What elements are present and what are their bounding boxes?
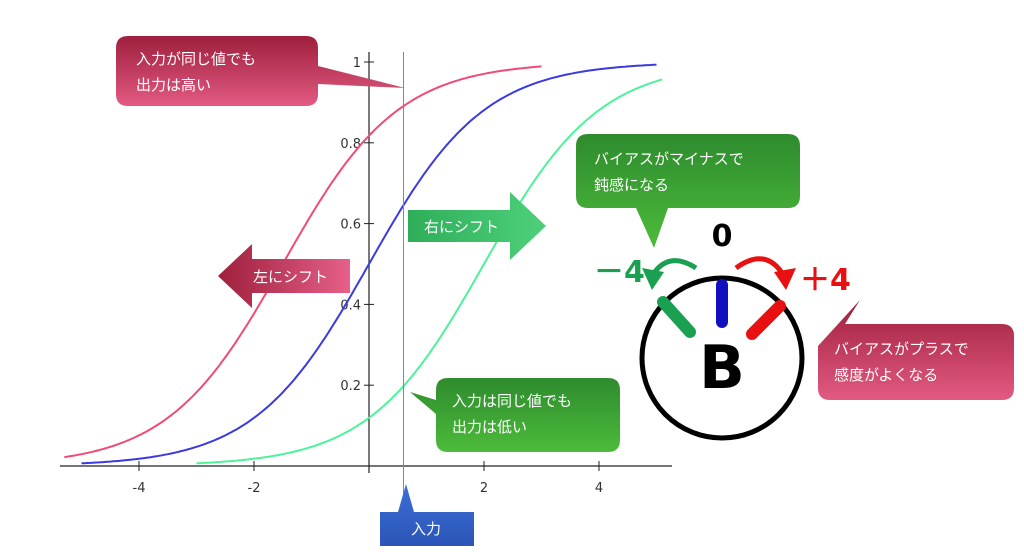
knob-letter: B bbox=[699, 333, 745, 403]
shift-right-label: 右にシフト bbox=[424, 218, 499, 236]
callout-high-output: 入力が同じ値でも 出力は高い bbox=[116, 36, 405, 106]
callout-low-output-line2: 出力は低い bbox=[452, 418, 527, 436]
callout-bias-minus-line2: 鈍感になる bbox=[594, 176, 669, 194]
knob-plus-label: ＋4 bbox=[800, 263, 851, 298]
y-tick-label: 0.6 bbox=[340, 218, 361, 233]
x-tick-label: -4 bbox=[133, 481, 146, 496]
y-tick-label: 0.8 bbox=[340, 137, 361, 152]
input-label-box: 入力 bbox=[380, 484, 474, 546]
callout-bias-minus-line1: バイアスがマイナスで bbox=[594, 150, 744, 168]
callout-high-output-line2: 出力は高い bbox=[136, 76, 211, 94]
callout-bias-plus: バイアスがプラスで 感度がよくなる bbox=[818, 300, 1014, 400]
bias-knob: B 0 －4 ＋4 bbox=[594, 219, 851, 441]
shift-left-arrow: 左にシフト bbox=[218, 244, 350, 308]
callout-bias-plus-line1: バイアスがプラスで bbox=[834, 340, 969, 358]
tick-group: -4 -2 2 4 0.2 0.4 0.6 0.8 1 bbox=[133, 56, 604, 496]
callout-bias-minus-text: バイアスがマイナスで 鈍感になる bbox=[594, 150, 748, 194]
callout-low-output-line1: 入力は同じ値でも bbox=[452, 392, 572, 410]
x-tick-label: -2 bbox=[248, 481, 261, 496]
callout-high-output-line1: 入力が同じ値でも bbox=[136, 50, 256, 68]
x-tick-label: 2 bbox=[480, 481, 488, 496]
sigmoid-curve-2 bbox=[196, 78, 663, 465]
rotate-left-arrowhead-icon bbox=[642, 268, 664, 290]
knob-minus-pointer bbox=[657, 296, 696, 338]
callout-low-output: 入力は同じ値でも 出力は低い bbox=[410, 378, 620, 452]
callout-bias-plus-text: バイアスがプラスで 感度がよくなる bbox=[834, 340, 973, 384]
y-tick-label: 1 bbox=[353, 56, 361, 71]
sigmoid-curve-1 bbox=[81, 63, 657, 465]
knob-zero-label: 0 bbox=[712, 219, 733, 254]
callout-high-output-text: 入力が同じ値でも 出力は高い bbox=[136, 50, 261, 94]
knob-plus-pointer bbox=[746, 300, 786, 340]
sigmoid-curve-0 bbox=[64, 65, 542, 459]
y-tick-label: 0.2 bbox=[340, 379, 361, 394]
callout-bias-minus: バイアスがマイナスで 鈍感になる bbox=[576, 134, 800, 248]
axes: -4 -2 2 4 0.2 0.4 0.6 0.8 1 bbox=[60, 52, 672, 496]
callout-low-output-text: 入力は同じ値でも 出力は低い bbox=[452, 392, 577, 436]
sigmoid-curves bbox=[64, 63, 663, 465]
callout-bias-plus-line2: 感度がよくなる bbox=[834, 366, 938, 384]
knob-minus-label: －4 bbox=[594, 255, 645, 290]
rotate-right-arrowhead-icon bbox=[774, 268, 796, 290]
input-label: 入力 bbox=[411, 520, 441, 538]
shift-left-label: 左にシフト bbox=[253, 268, 328, 286]
shift-right-arrow: 右にシフト bbox=[408, 192, 546, 260]
y-tick-label: 0.4 bbox=[340, 298, 361, 313]
x-tick-label: 4 bbox=[595, 481, 603, 496]
